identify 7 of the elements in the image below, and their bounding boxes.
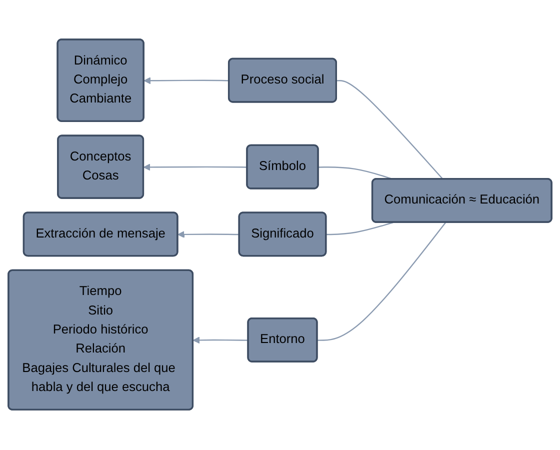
- arrow: [144, 78, 230, 85]
- connector: [336, 80, 444, 180]
- arrow: [192, 337, 248, 344]
- connector: [317, 222, 446, 342]
- arrow: [178, 231, 240, 238]
- arrow: [143, 164, 248, 172]
- connector: [318, 167, 394, 180]
